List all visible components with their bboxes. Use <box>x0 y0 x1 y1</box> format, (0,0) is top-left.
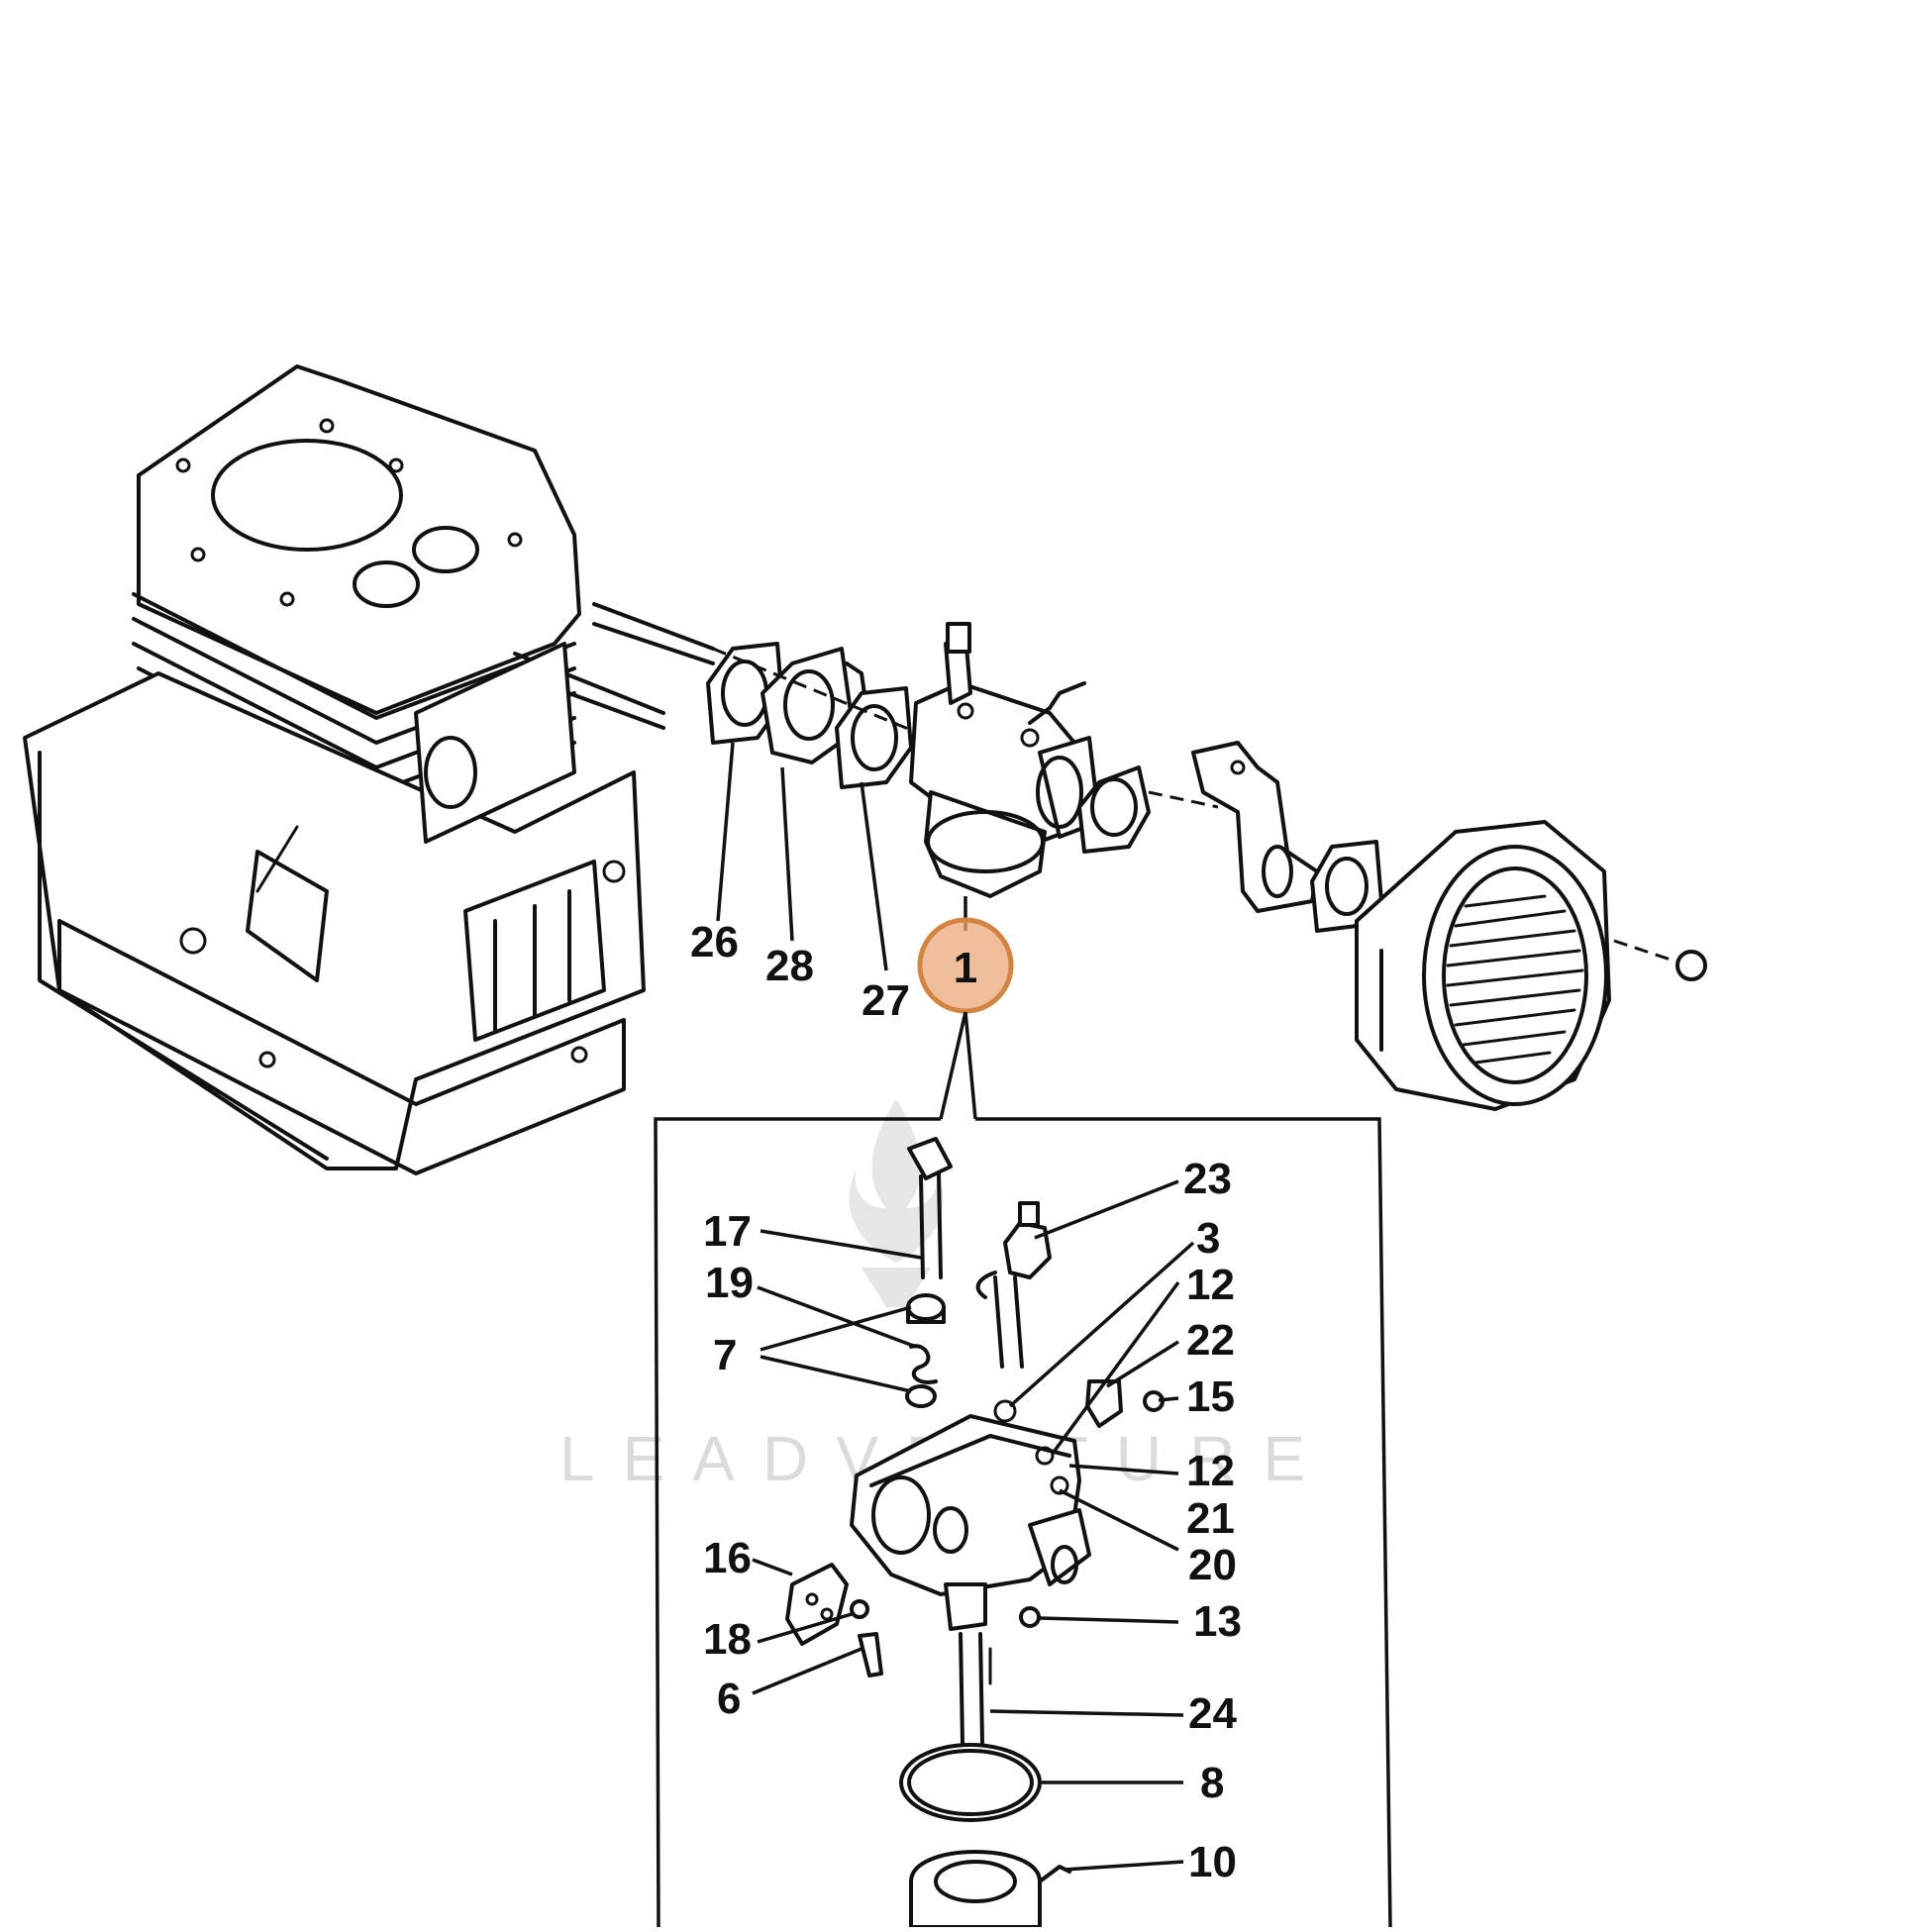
detail-frame <box>654 1117 1392 1928</box>
leader-28 <box>780 766 794 942</box>
callout-28: 28 <box>765 942 814 990</box>
detail-connector <box>939 1011 977 1120</box>
callout-18: 18 <box>703 1615 752 1664</box>
callout-27: 27 <box>862 976 910 1025</box>
detail-leaders <box>752 1179 1195 1872</box>
callout-16: 16 <box>703 1534 752 1582</box>
detail-carburetor <box>785 1137 1165 1929</box>
callout-17: 17 <box>703 1207 752 1256</box>
callout-24: 24 <box>1188 1689 1237 1738</box>
callout-8: 8 <box>1200 1759 1224 1807</box>
carburetor-gasket-27 <box>835 686 913 789</box>
carb-outer-gasket <box>1077 765 1151 854</box>
callout-7: 7 <box>713 1331 737 1379</box>
callout-22: 22 <box>1186 1316 1235 1365</box>
carburetor-icon <box>909 622 1101 898</box>
air-cleaner-bracket <box>1191 741 1319 913</box>
callout-12-bottom: 12 <box>1186 1447 1235 1495</box>
callout-15: 15 <box>1186 1373 1235 1421</box>
callout-21: 21 <box>1186 1494 1235 1543</box>
assembly-axis-2 <box>1148 790 1219 809</box>
callout-26: 26 <box>690 918 739 966</box>
engine-block-icon <box>23 364 715 1175</box>
callout-20: 20 <box>1188 1541 1237 1589</box>
wing-nut <box>1675 950 1707 981</box>
callout-3: 3 <box>1196 1214 1220 1263</box>
callout-13: 13 <box>1193 1597 1242 1646</box>
leader-26 <box>716 742 735 922</box>
flame-logo-icon <box>849 1099 944 1307</box>
callout-23: 23 <box>1183 1155 1232 1203</box>
callout-10: 10 <box>1188 1838 1237 1886</box>
callout-19: 19 <box>705 1259 754 1307</box>
leader-27 <box>860 781 888 971</box>
callout-12-top: 12 <box>1186 1261 1235 1309</box>
highlight-circle[interactable] <box>917 917 1014 1014</box>
callout-1[interactable]: 1 <box>954 944 977 992</box>
assembly-axis-3 <box>1613 939 1674 963</box>
air-cleaner-icon <box>1355 820 1611 1111</box>
air-cleaner-grille <box>1446 894 1584 1065</box>
callout-6: 6 <box>717 1675 741 1723</box>
